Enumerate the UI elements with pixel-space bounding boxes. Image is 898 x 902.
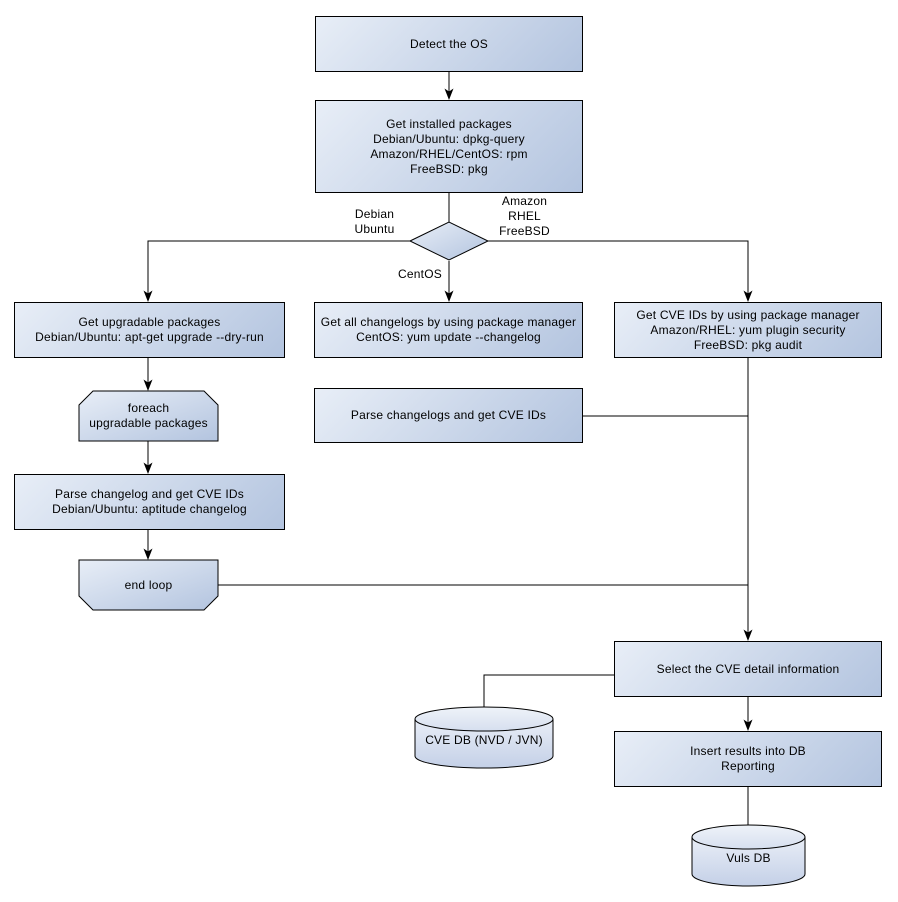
end-loop-shape [78, 559, 219, 611]
arrowhead [743, 290, 753, 302]
edge-decision-to-getcveids [488, 240, 749, 299]
branch-label-amazon-rhel-freebsd: Amazon RHEL FreeBSD [499, 194, 550, 238]
node-get-cve-ids-pkg-manager: Get CVE IDs by using package manager Ama… [614, 302, 882, 358]
node-end-loop-label: end loop [124, 577, 173, 592]
node-vuls-db-label: Vuls DB [726, 850, 771, 865]
node-detect-os: Detect the OS [315, 16, 583, 72]
arrowhead [743, 719, 753, 731]
node-parse-changelogs-centos: Parse changelogs and get CVE IDs [314, 388, 583, 443]
node-select-cve-detail: Select the CVE detail information [614, 641, 882, 697]
node-insert-results: Insert results into DB Reporting [614, 731, 882, 787]
node-cve-db-label: CVE DB (NVD / JVN) [425, 732, 543, 747]
arrowhead [743, 629, 753, 641]
arrowheads [143, 88, 753, 731]
decision-diamond [408, 221, 490, 261]
arrowhead [143, 379, 153, 391]
cve-db-cylinder-body [414, 718, 554, 769]
arrowhead [444, 88, 454, 100]
vuls-db-cylinder-body [691, 836, 806, 887]
arrowhead [143, 548, 153, 560]
node-parse-changelog-debian: Parse changelog and get CVE IDs Debian/U… [14, 474, 285, 530]
edge-decision-to-upgradable [147, 240, 410, 299]
cve-db-cylinder-top [414, 706, 554, 732]
arrowhead [143, 462, 153, 474]
arrowhead [444, 290, 454, 302]
node-get-upgradable-packages: Get upgradable packages Debian/Ubuntu: a… [14, 302, 285, 358]
branch-label-debian-ubuntu: Debian Ubuntu [354, 207, 395, 236]
node-get-all-changelogs: Get all changelogs by using package mana… [314, 302, 583, 358]
branch-label-centos: CentOS [398, 267, 442, 281]
foreach-loop-shape [78, 390, 219, 442]
node-get-installed-packages: Get installed packages Debian/Ubuntu: dp… [315, 100, 583, 193]
node-foreach-loop-label: foreach upgradable packages [89, 401, 208, 430]
arrowhead [143, 290, 153, 302]
edge-cvedb-to-select [483, 674, 614, 708]
vuls-db-cylinder-top [691, 824, 806, 850]
